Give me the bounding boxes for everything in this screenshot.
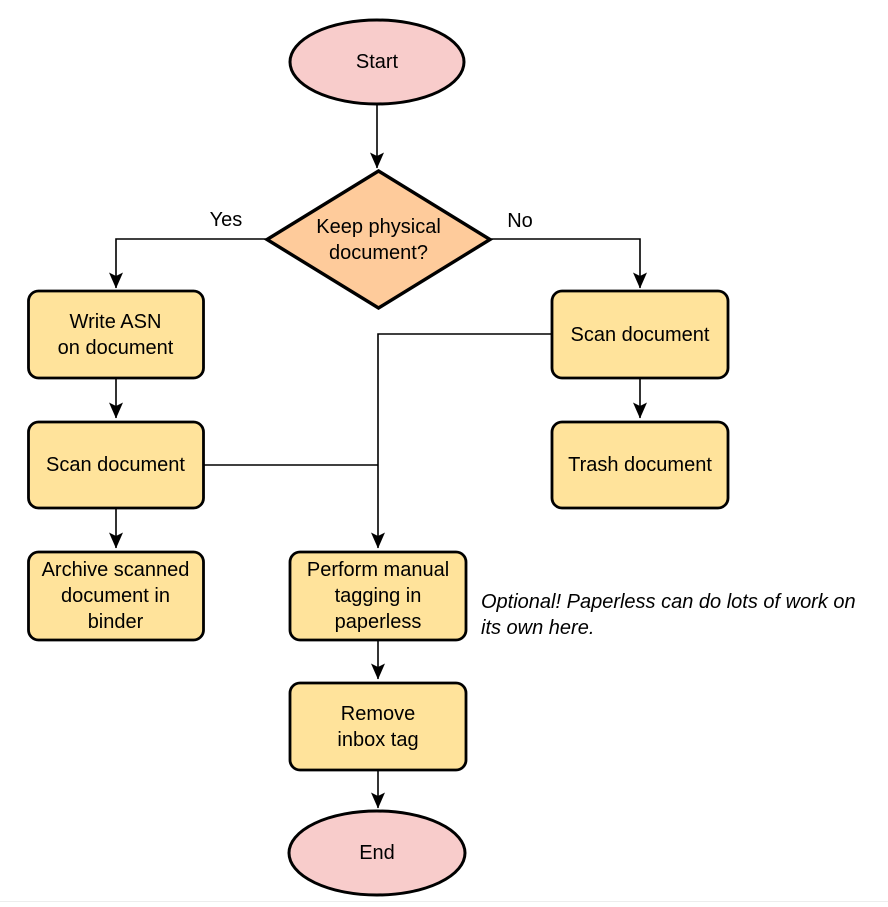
archive-node-shape	[27, 550, 205, 642]
tagging-node-shape	[288, 550, 468, 642]
yes-edge-label: Yes	[209, 209, 243, 231]
remove-inbox-label: Remove inbox tag	[337, 702, 419, 751]
remove-inbox-node-shape	[288, 681, 468, 772]
trash-node-shape	[550, 420, 730, 510]
tagging-label: Perform manual tagging in paperless	[306, 559, 450, 633]
start-node-shape	[288, 18, 466, 106]
write-asn-node-shape	[27, 289, 205, 380]
start-label: Start	[355, 51, 399, 73]
end-label: End	[359, 842, 395, 864]
no-edge-label: No	[507, 210, 533, 232]
archive-label: Archive scanned document in binder	[41, 559, 190, 633]
optional-note-text: Optional! Paperless can do lots of work …	[481, 591, 856, 639]
scan-left-node-shape	[27, 420, 205, 510]
edge-scanright-to-tagging	[371, 333, 552, 549]
decision-node-shape	[263, 169, 494, 310]
end-node-shape	[287, 809, 467, 897]
scan-right-node-shape	[550, 289, 730, 380]
scan-right-label: Scan document	[570, 323, 710, 346]
decision-label: Keep physical document?	[316, 215, 441, 264]
edge-decision-no-to-scanright	[490, 238, 647, 289]
trash-label: Trash document	[568, 454, 712, 476]
page-bottom-divider	[0, 901, 888, 902]
edge-decision-yes-to-writeasn	[109, 238, 267, 289]
write-asn-label: Write ASN on document	[57, 310, 174, 359]
scan-left-label: Scan document	[46, 454, 185, 476]
